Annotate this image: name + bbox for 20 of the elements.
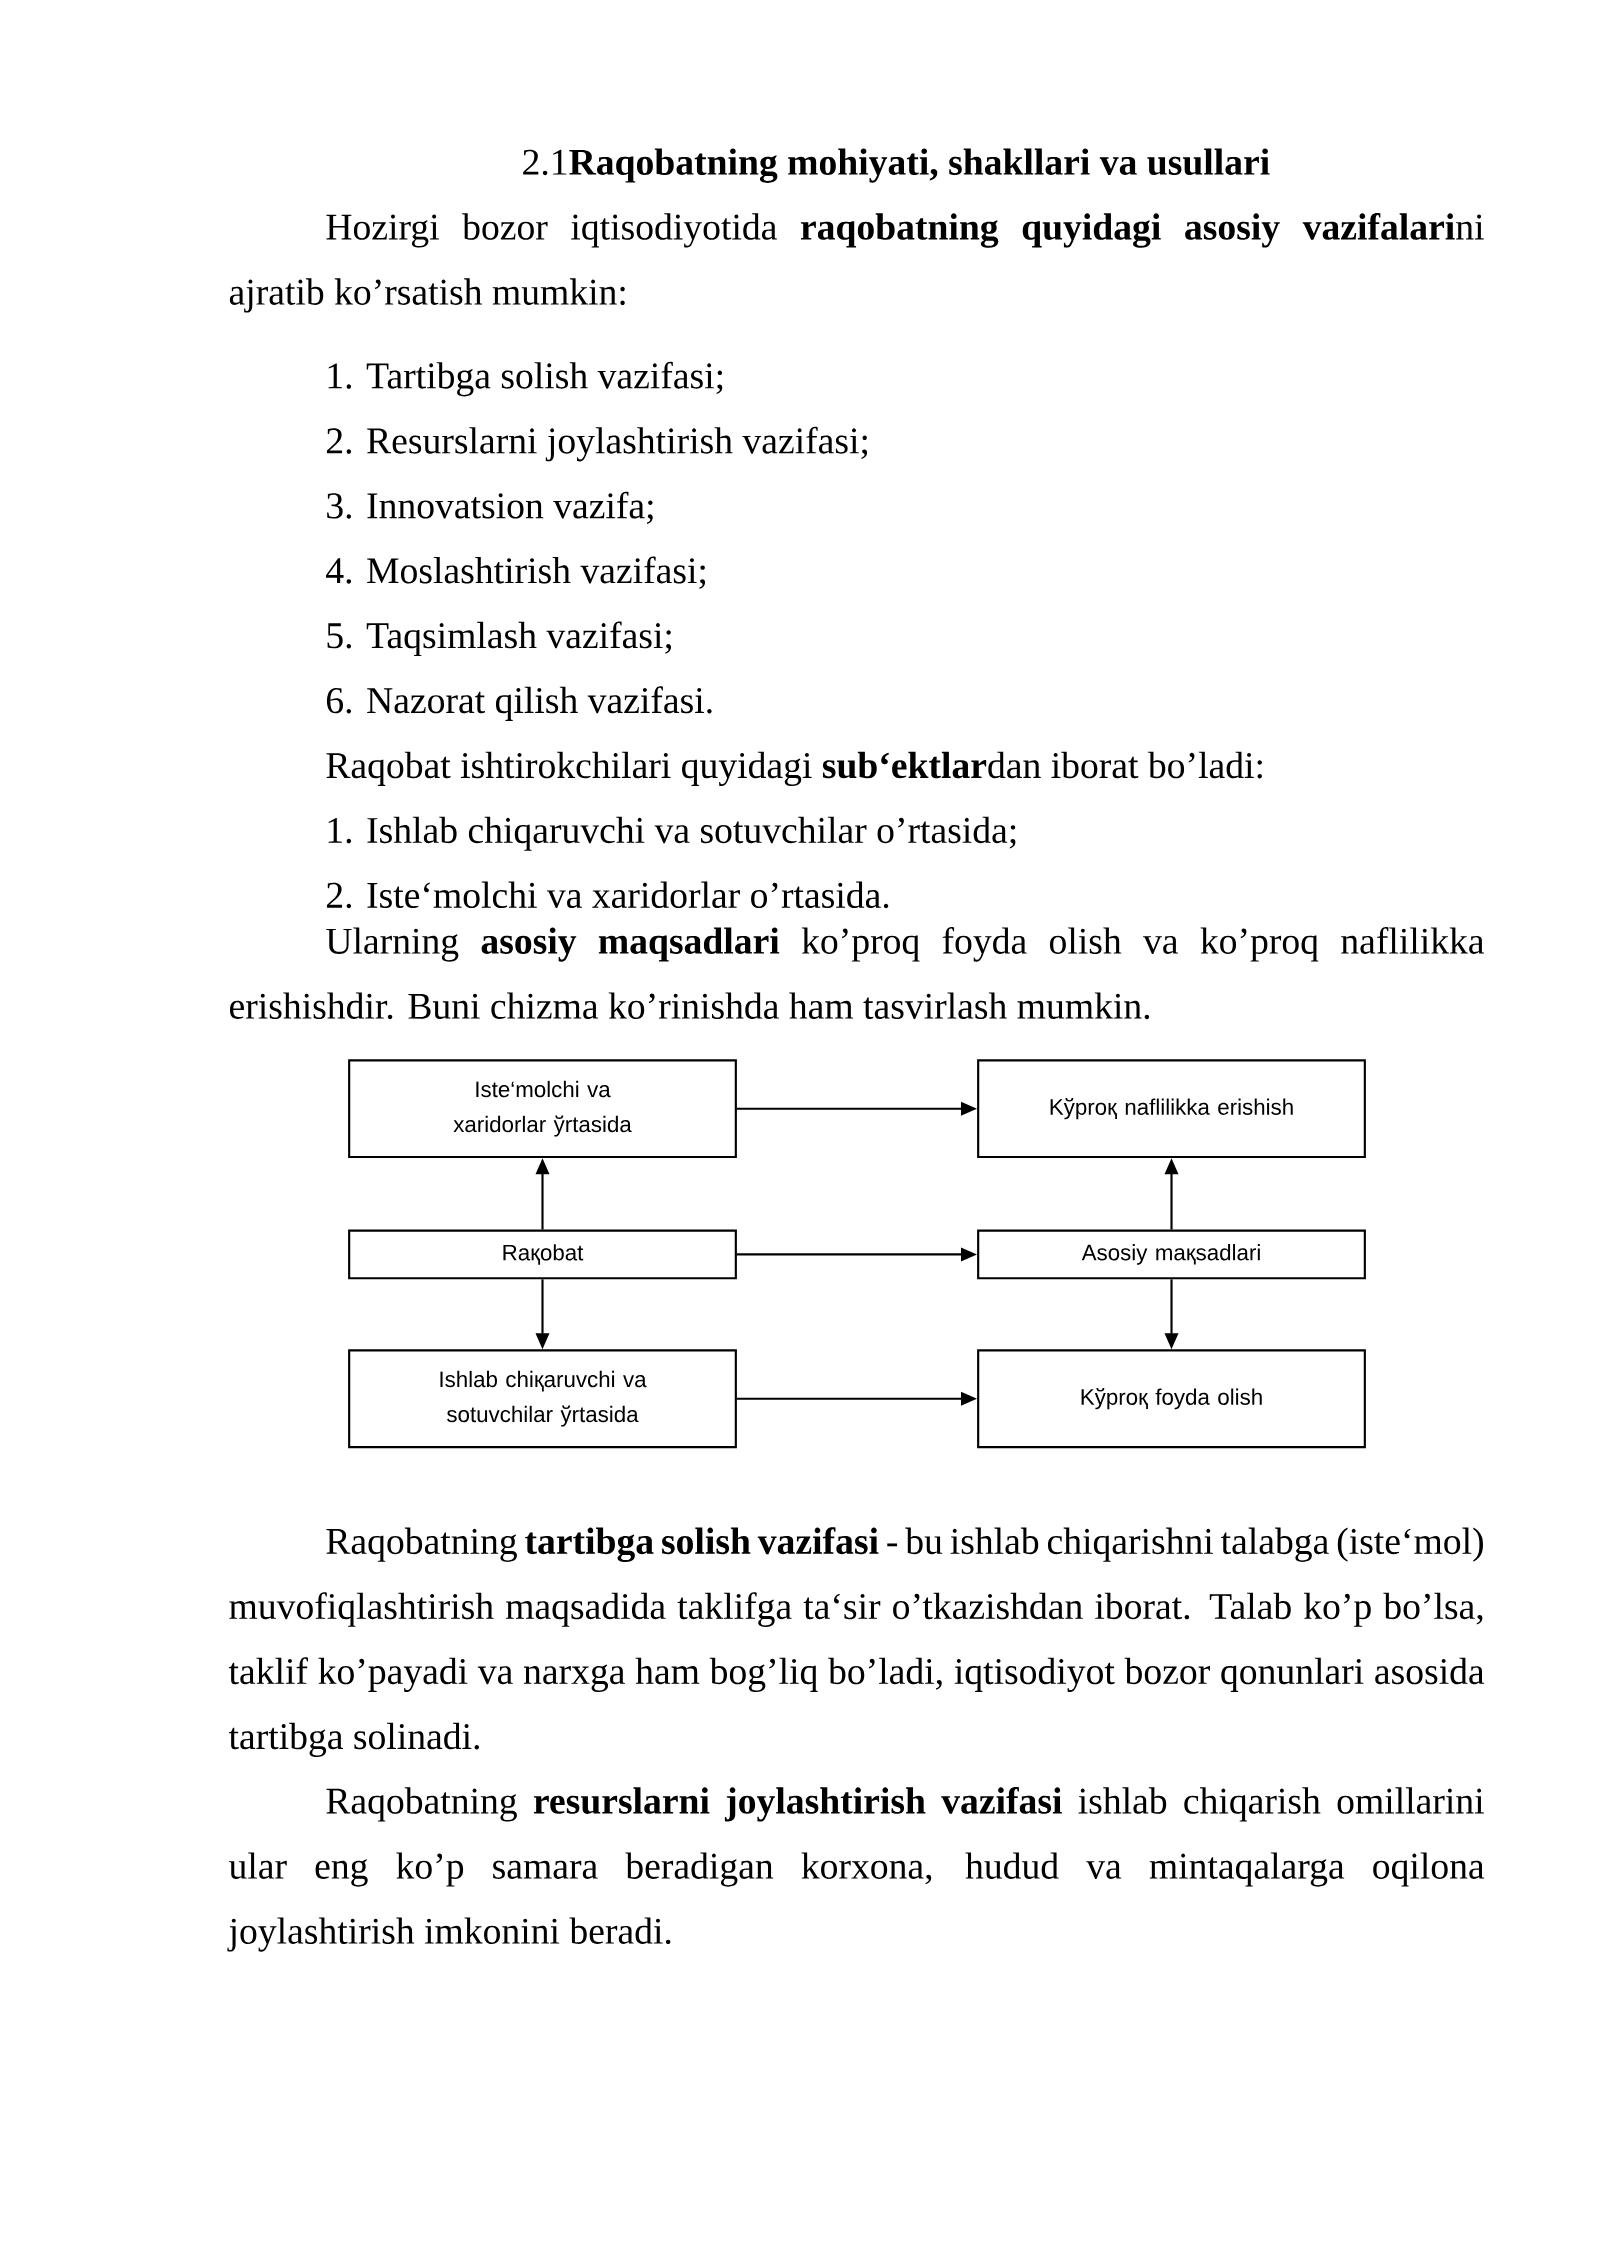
paragraph: Ularning asosiy maqsadlari ko’proq foyda olish va ko’proq naflilikka erishishdir. Buni chizma ko’rinishda ham tasvirlash mumkin. xyxy=(230,927,1485,1020)
list-item: 3. Innovatsion vazifa; xyxy=(327,491,653,524)
process-box: Kўproқ naflilikka erishish xyxy=(977,1059,1366,1159)
heading: 2.1Raqobatning mohiyati, shakllari va usullari xyxy=(523,148,1270,183)
list-item: 1. Tartibga solish vazifasi; xyxy=(328,361,723,397)
paragraph: Raqobatning resurslarni joylashtirish vazifasi ishlab chiqarish omillarini ular eng ko’p samara beradigan korxona, hudud va mintaqalarga oqilona joylashtirish imkonini beradi. xyxy=(227,1786,1485,1952)
process-box: Asosiy maқsadlari xyxy=(977,1229,1366,1280)
list-item: 5. Taqsimlash vazifasi; xyxy=(327,621,671,656)
process-box: Ishlab chiқaruvchi va sotuvchilar ўrtasida xyxy=(348,1349,737,1449)
paragraph: Hozirgi bozor iqtisodiyotida raqobatning quyidagi asosiy vazifalarini ajratib ko’rsatish mumkin: xyxy=(229,212,1484,313)
paragraph: Raqobatning tartibga solish vazifasi - bu ishlab chiqarishni talabga (iste‘mol) muvofiqlashtirish maqsadida taklifga ta‘sir o’tkazishdan iborat. Talab ko’p bo’lsa, taklif ko’payadi va narxga ham bog’liq bo’ladi, iqtisodiyot bozor qonunlari asosida tartibga solinadi. xyxy=(228,1527,1485,1758)
process-box: Kўproқ foyda olish xyxy=(977,1349,1366,1449)
list-item: 1. Ishlab chiqaruvchi va sotuvchilar o’rtasida; xyxy=(328,816,1016,851)
list-item: 6. Nazorat qilish vazifasi. xyxy=(326,686,712,721)
process-box: Iste‘molchi va xaridorlar ўrtasida xyxy=(348,1059,737,1159)
list-item: 4. Moslashtirish vazifasi; xyxy=(326,556,706,589)
paragraph: Raqobat ishtirokchilari quyidagi sub‘ektlardan iborat bo’ladi: xyxy=(326,751,1262,787)
list-item: 2. Iste‘molchi va xaridorlar o’rtasida. xyxy=(326,881,889,909)
list-item: 2. Resurslarni joylashtirish vazifasi; xyxy=(326,426,868,462)
process-box: Raқobat xyxy=(348,1229,737,1280)
